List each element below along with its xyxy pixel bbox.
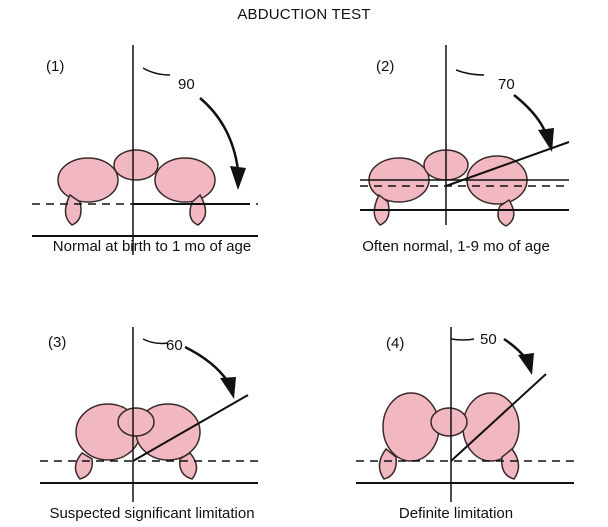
panel-4-figure <box>304 277 608 527</box>
angle-arc <box>456 70 484 75</box>
panel-2: (2) 70 Often normal, 1-9 mo of age <box>304 30 608 280</box>
panel-caption: Often normal, 1-9 mo of age <box>304 238 608 255</box>
infant-figure <box>75 404 200 479</box>
diagram-title: ABDUCTION TEST <box>0 6 608 23</box>
panel-caption: Normal at birth to 1 mo of age <box>0 238 304 255</box>
panel-3: (3) 60 Suspected significant limitation <box>0 277 304 527</box>
angle-label: 90 <box>178 76 195 93</box>
infant-figure <box>369 150 527 226</box>
panel-number: (4) <box>386 335 404 352</box>
arrowhead <box>220 377 236 399</box>
angle-arrow <box>514 95 546 134</box>
angle-label: 50 <box>480 331 497 348</box>
panel-3-figure <box>0 277 304 527</box>
angle-arc <box>451 339 474 340</box>
panel-caption: Suspected significant limitation <box>0 505 304 522</box>
panel-caption: Definite limitation <box>304 505 608 522</box>
panel-number: (2) <box>376 58 394 75</box>
angle-arc <box>143 339 168 344</box>
panel-number: (1) <box>46 58 64 75</box>
arrowhead <box>230 166 246 190</box>
infant-figure <box>379 393 519 479</box>
arrowhead <box>538 128 554 152</box>
angle-arrow <box>185 347 228 382</box>
panel-number: (3) <box>48 334 66 351</box>
arrowhead <box>518 353 534 375</box>
panel-4: (4) 50 Definite limitation <box>304 277 608 527</box>
angle-arrow <box>200 98 238 170</box>
angle-label: 70 <box>498 76 515 93</box>
angle-arc <box>143 68 170 75</box>
angle-label: 60 <box>166 337 183 354</box>
infant-figure <box>58 150 215 225</box>
panel-1: (1) 90 Normal at birth to 1 mo of age <box>0 30 304 280</box>
